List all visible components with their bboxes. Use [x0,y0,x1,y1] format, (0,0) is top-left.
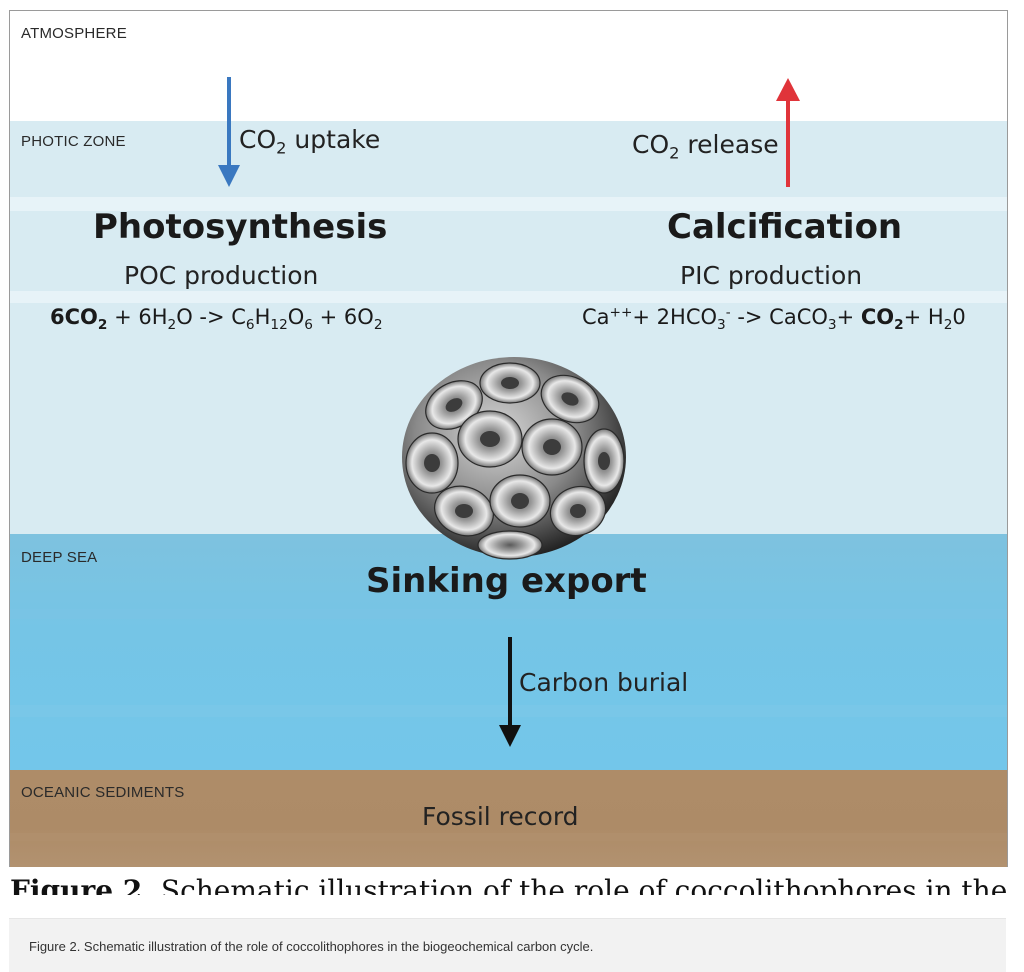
co2-uptake-arrow-icon [218,77,240,187]
photosynthesis-equation: 6CO2 + 6H2O -> C6H12O6 + 6O2 [50,305,383,333]
figure-caption: Figure 2. Schematic illustration of the … [29,939,594,954]
pic-production-label: PIC production [680,261,863,290]
zone-label-photic: PHOTIC ZONE [21,133,126,150]
zone-label-deep-sea: DEEP SEA [21,549,98,566]
carbon-burial-arrow-icon [499,637,521,747]
fossil-record-label: Fossil record [422,802,579,831]
poc-production-label: POC production [124,261,319,290]
sediments-stripe [10,833,1007,841]
atmosphere-band [10,11,1007,121]
deep-sea-stripe [10,609,1007,619]
photic-stripe [10,291,1007,303]
photosynthesis-title: Photosynthesis [93,207,388,247]
sediments-band [10,770,1007,867]
caption-box: Figure 2. Schematic illustration of the … [9,918,1006,972]
zone-label-atmosphere: ATMOSPHERE [21,25,127,42]
sinking-export-label: Sinking export [366,561,647,601]
figure-caption-truncated: Figure 2. Schematic illustration of the … [10,874,1010,895]
photic-stripe [10,197,1007,211]
carbon-burial-label: Carbon burial [519,668,689,697]
zone-label-sediments: OCEANIC SEDIMENTS [21,784,185,801]
coccolithophore-icon [402,357,626,560]
co2-release-arrow-icon [776,78,800,187]
calcification-title: Calcification [667,207,903,247]
calcification-equation: Ca+++ 2HCO3- -> CaCO3+ CO2+ H20 [582,304,966,333]
diagram-frame: ATMOSPHERE PHOTIC ZONE DEEP SEA OCEANIC … [9,10,1008,867]
co2-release-label: CO2 release [632,130,779,163]
co2-uptake-label: CO2 uptake [239,125,381,158]
